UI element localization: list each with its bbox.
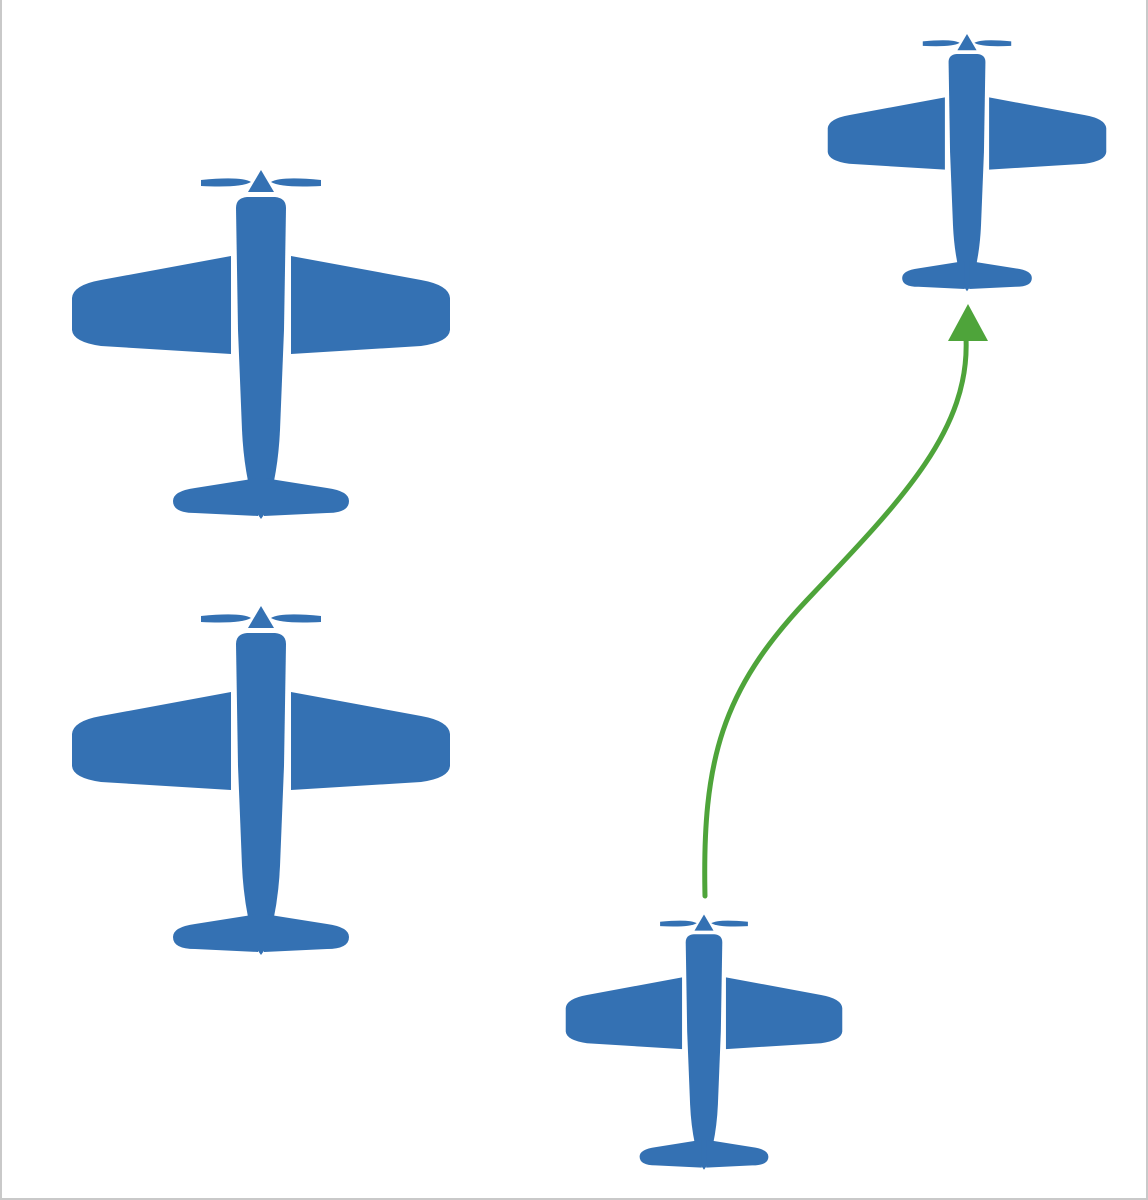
airplane-icon	[72, 606, 450, 955]
airplane-icon	[827, 34, 1107, 292]
curved-arrow	[702, 335, 969, 899]
airplane-icon	[72, 170, 450, 519]
airplane-icon	[565, 914, 843, 1170]
arrowhead-icon	[948, 304, 988, 341]
